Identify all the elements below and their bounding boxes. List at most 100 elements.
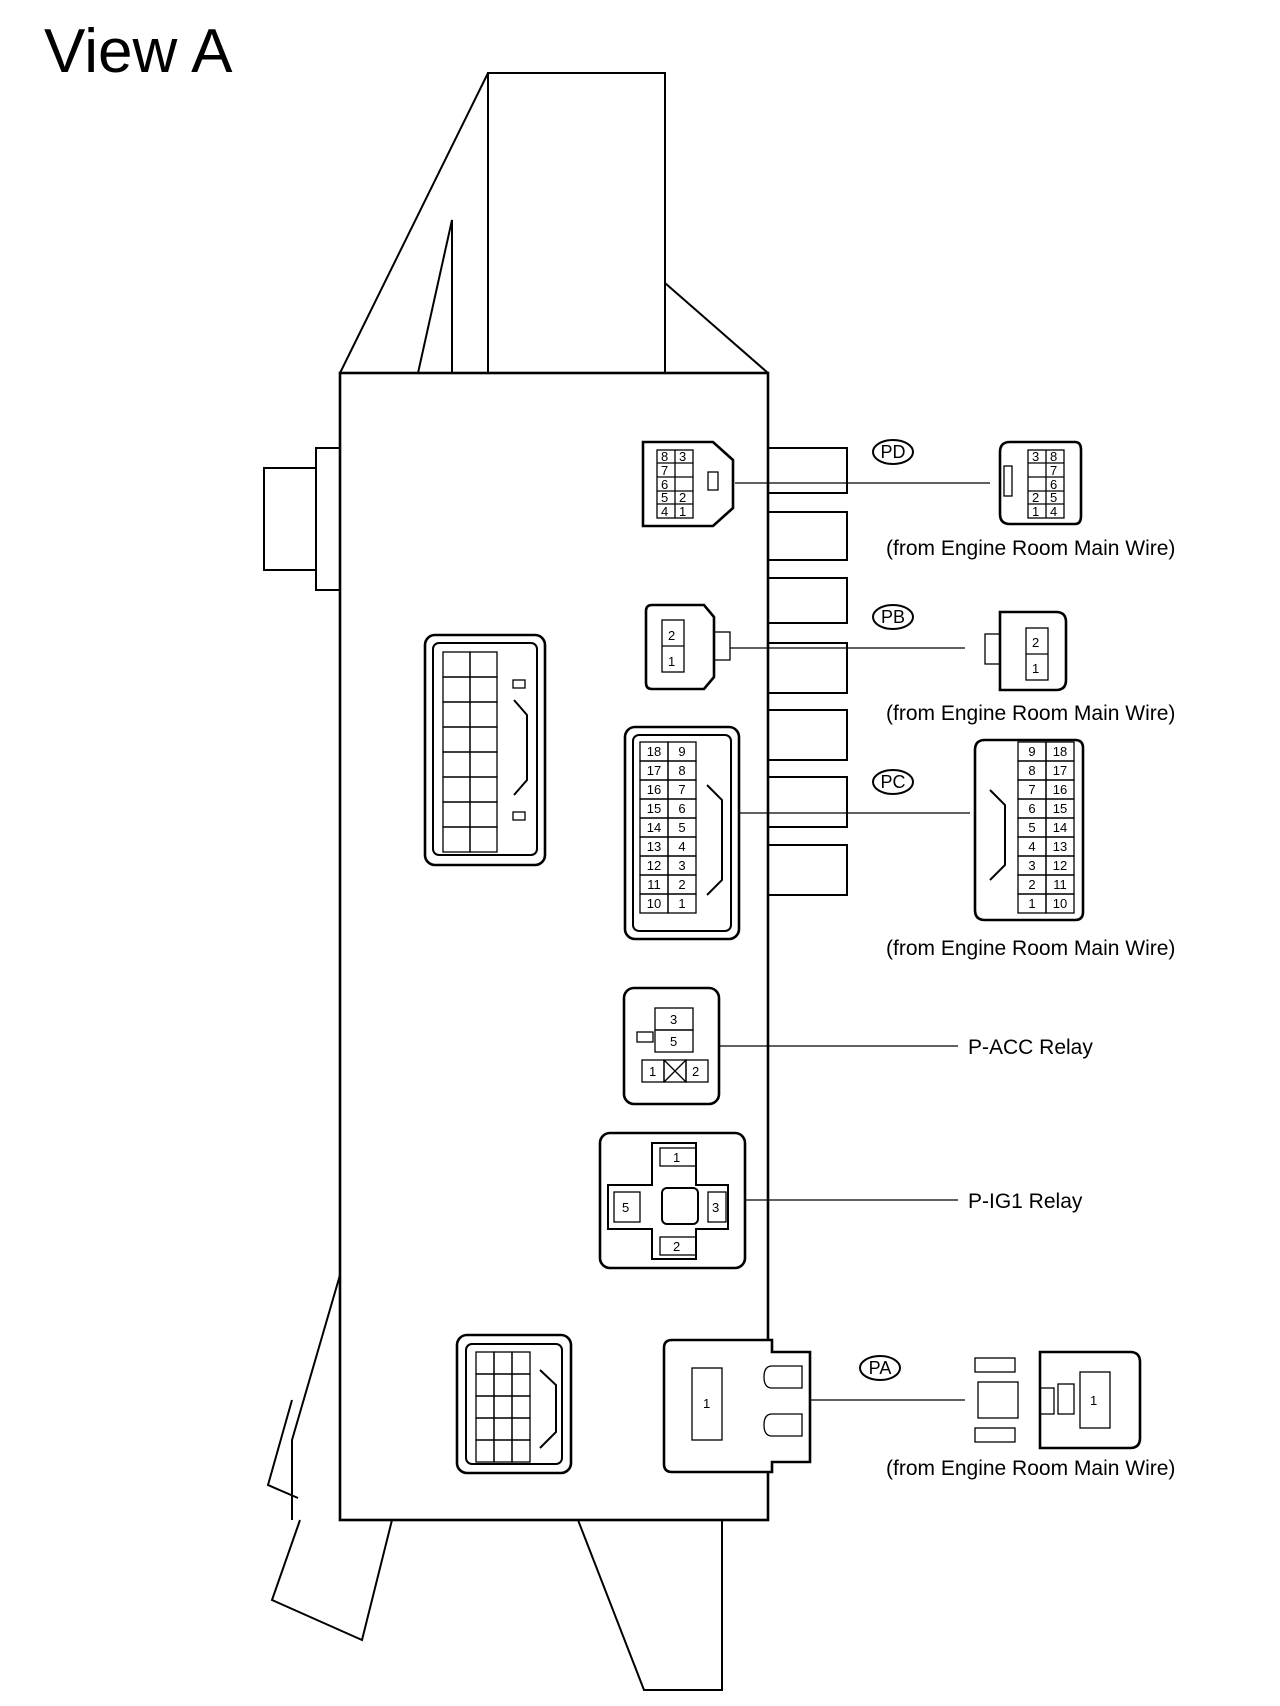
- connector-pa-code: PA: [869, 1358, 892, 1378]
- pc-mate-pin: 3: [1028, 858, 1035, 873]
- pc-pin: 17: [647, 763, 661, 778]
- pc-mate-pin: 18: [1053, 744, 1067, 759]
- pc-mate-pin: 12: [1053, 858, 1067, 873]
- p-acc-pin: 3: [670, 1012, 677, 1027]
- pd-pin: 5: [661, 490, 668, 505]
- connector-pc-code-badge: [872, 769, 914, 795]
- pc-pin: 15: [647, 801, 661, 816]
- pd-mate-pin: 3: [1032, 449, 1039, 464]
- connector-pb-code: PB: [881, 607, 905, 627]
- pd-pin: 2: [679, 490, 686, 505]
- pb-mate-pin: 1: [1032, 661, 1039, 676]
- pd-mate-pin: 8: [1050, 449, 1057, 464]
- blank-connector-lower: [455, 1333, 573, 1475]
- view-title: View A: [44, 17, 233, 86]
- pc-pin: 9: [678, 744, 685, 759]
- pc-pin: 10: [647, 896, 661, 911]
- pc-pin: 3: [678, 858, 685, 873]
- pc-mate-pin: 5: [1028, 820, 1035, 835]
- pc-pin: 8: [678, 763, 685, 778]
- pd-mate-pin: 4: [1050, 504, 1057, 519]
- pc-pin: 6: [678, 801, 685, 816]
- pc-mate-pin: 17: [1053, 763, 1067, 778]
- connector-pd: 8 3 7 6 5 2 4 1 3 8 7 6 2 5 1: [641, 439, 1175, 560]
- pc-pin: 4: [678, 839, 685, 854]
- pc-pin: 1: [678, 896, 685, 911]
- pb-pin: 2: [668, 628, 675, 643]
- connector-pd-pins: 8 3 7 6 5 2 4 1: [656, 449, 694, 519]
- pc-pin: 11: [647, 877, 661, 892]
- pc-mate-pin: 14: [1053, 820, 1067, 835]
- connector-pa-mate: 1: [974, 1350, 1142, 1450]
- connector-pd-code-badge: [872, 439, 914, 465]
- junction-block-body: [263, 72, 848, 1691]
- p-ig1-pin: 3: [712, 1200, 719, 1215]
- pd-pin: 6: [661, 477, 668, 492]
- p-acc-pin: 1: [649, 1064, 656, 1079]
- pd-pin: 3: [679, 449, 686, 464]
- p-ig1-pin: 5: [622, 1200, 629, 1215]
- pd-pin: 8: [661, 449, 668, 464]
- connector-pb-mate: 2 1: [984, 610, 1068, 692]
- pd-mate-pin: 6: [1050, 477, 1057, 492]
- pd-mate-pin: 7: [1050, 463, 1057, 478]
- connector-pb-code-badge: [872, 604, 914, 630]
- pd-mate-pin: 5: [1050, 490, 1057, 505]
- connector-pd-note: (from Engine Room Main Wire): [886, 537, 1175, 560]
- cavity-cell: [511, 1439, 531, 1463]
- connector-pb-note: (from Engine Room Main Wire): [886, 702, 1175, 725]
- pc-mate-pin: 11: [1053, 877, 1067, 892]
- pb-mate-pin: 2: [1032, 635, 1039, 650]
- pd-pin: 1: [679, 504, 686, 519]
- p-acc-pin: 2: [692, 1064, 699, 1079]
- pc-mate-pin: 2: [1028, 877, 1035, 892]
- pd-mate-pin: 1: [1032, 504, 1039, 519]
- pc-mate-pin: 10: [1053, 896, 1067, 911]
- relay-p-ig1: 1 5 3 2 P-IG1 Relay: [598, 1131, 1083, 1270]
- pd-pin: 7: [661, 463, 668, 478]
- p-acc-pin: 5: [670, 1034, 677, 1049]
- pd-mate-pin: 2: [1032, 490, 1039, 505]
- relay-p-acc-label: P-ACC Relay: [968, 1036, 1093, 1059]
- pc-mate-pin: 6: [1028, 801, 1035, 816]
- connector-pa-code-badge: [859, 1355, 901, 1381]
- pd-pin: 4: [661, 504, 668, 519]
- relay-p-acc: 3 5 1 2 P-ACC Relay: [622, 986, 1093, 1106]
- pc-pin: 16: [647, 782, 661, 797]
- pc-mate-pin: 9: [1028, 744, 1035, 759]
- connector-pb: 2 1 2 1 PB (from Engine Room Main Wire): [644, 603, 1175, 725]
- p-ig1-pin: 2: [673, 1239, 680, 1254]
- pc-mate-pin-cell: [1045, 893, 1075, 914]
- connector-pa: 1 1 PA (from Engine Room Main Wire): [662, 1338, 1175, 1480]
- pc-pin: 12: [647, 858, 661, 873]
- pc-pin-cell: [667, 893, 697, 914]
- relay-p-ig1-label: P-IG1 Relay: [968, 1190, 1083, 1213]
- pb-pin: 1: [668, 654, 675, 669]
- connector-pc-note: (from Engine Room Main Wire): [886, 937, 1175, 960]
- pc-pin: 14: [647, 820, 661, 835]
- pc-pin: 13: [647, 839, 661, 854]
- connector-pc-pins: 18 9 17 8 16 7 15 6 14 5 13 4 12 3 11 2 10 1: [639, 741, 697, 914]
- connector-pc-code: PC: [880, 772, 905, 792]
- connector-pa-note: (from Engine Room Main Wire): [886, 1457, 1175, 1480]
- pc-mate-pin: 7: [1028, 782, 1035, 797]
- pc-pin: 18: [647, 744, 661, 759]
- pc-pin: 2: [678, 877, 685, 892]
- connector-pd-mate: 3 8 7 6 2 5 1 4: [998, 440, 1083, 526]
- blank-connector-upper: [423, 633, 547, 867]
- connector-pd-code: PD: [880, 442, 905, 462]
- pc-pin: 7: [678, 782, 685, 797]
- cavity-cell: [469, 826, 498, 853]
- pc-mate-pin: 13: [1053, 839, 1067, 854]
- pc-mate-pin: 8: [1028, 763, 1035, 778]
- pc-pin: 5: [678, 820, 685, 835]
- pc-mate-pin: 4: [1028, 839, 1035, 854]
- pc-mate-pin: 15: [1053, 801, 1067, 816]
- pa-pin: 1: [703, 1396, 710, 1411]
- pc-mate-pin: 1: [1028, 896, 1035, 911]
- p-ig1-pin: 1: [673, 1150, 680, 1165]
- pc-mate-pin: 16: [1053, 782, 1067, 797]
